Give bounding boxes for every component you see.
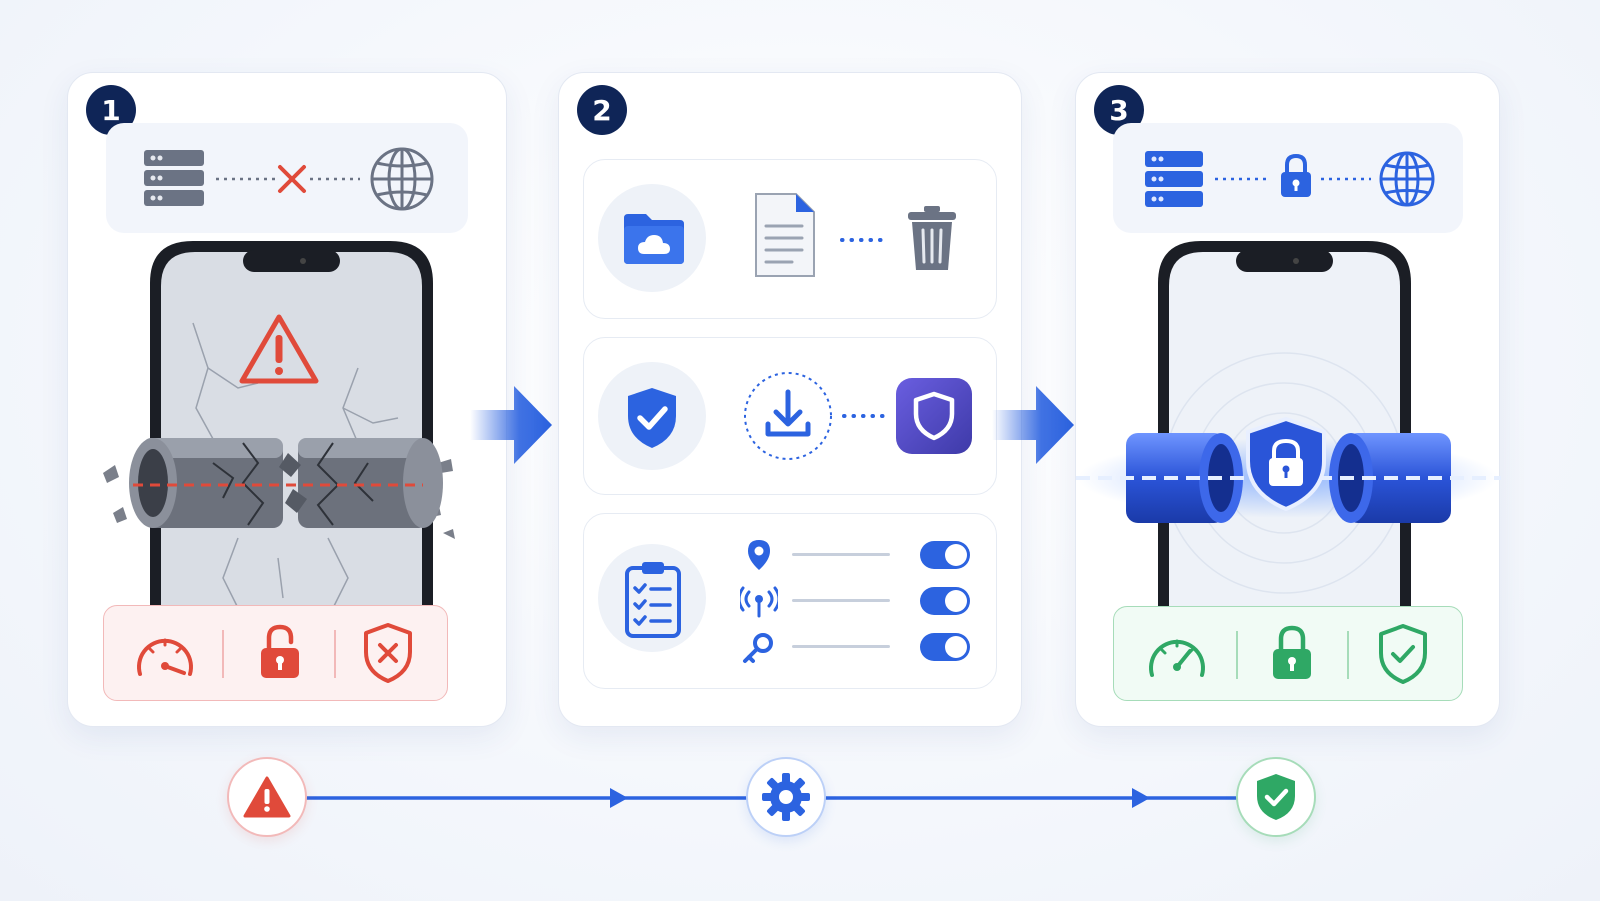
server-icon — [1145, 151, 1203, 207]
dotted-line-left — [216, 177, 276, 181]
connection-strip-broken — [106, 123, 468, 233]
step-2-card: 2 — [558, 72, 1022, 727]
shield-check-icon — [1379, 624, 1427, 684]
cleanup-row — [583, 159, 997, 319]
globe-icon — [370, 147, 434, 211]
dotted-connector — [842, 414, 888, 418]
flow-arrow-2-to-3 — [992, 386, 1074, 464]
permissions-row — [583, 513, 997, 689]
cross-icon — [278, 165, 306, 193]
shield-check-icon — [628, 388, 676, 448]
download-icon — [744, 372, 832, 460]
timeline-node-process — [746, 757, 826, 837]
dotted-connector — [840, 238, 886, 242]
divider — [1236, 631, 1238, 679]
flow-arrow-1-to-2 — [470, 386, 552, 464]
divider — [222, 630, 224, 678]
install-row — [583, 337, 997, 495]
step-2-badge: 2 — [577, 85, 627, 135]
step-3-card: 3 — [1075, 72, 1501, 727]
gear-icon — [762, 773, 810, 821]
dotted-line-right — [1321, 177, 1371, 181]
secure-tunnel-icon — [1076, 416, 1501, 523]
location-toggle[interactable] — [920, 541, 970, 569]
globe-icon — [1379, 151, 1435, 207]
divider — [334, 630, 336, 678]
status-bar-good — [1113, 606, 1463, 701]
shield-check-icon — [1257, 774, 1295, 820]
document-icon — [755, 193, 815, 277]
checklist-icon — [625, 562, 681, 638]
broken-pipe-icon — [103, 438, 455, 539]
location-pin-icon — [748, 540, 770, 570]
dotted-line-right — [310, 177, 360, 181]
permission-line — [792, 599, 890, 602]
lock-open-icon — [261, 624, 299, 678]
lock-closed-icon — [1273, 625, 1311, 679]
speedometer-low-icon — [137, 638, 193, 676]
permission-line — [792, 553, 890, 556]
shield-x-icon — [364, 623, 412, 683]
lock-icon — [1281, 153, 1311, 197]
divider — [1347, 631, 1349, 679]
dotted-line-left — [1215, 177, 1271, 181]
wireless-toggle[interactable] — [920, 587, 970, 615]
wireless-signal-icon — [740, 586, 778, 618]
warning-icon — [243, 776, 291, 818]
trash-icon — [908, 206, 956, 270]
timeline-node-problem — [227, 757, 307, 837]
cloud-folder-icon — [624, 214, 684, 264]
warning-icon — [239, 314, 319, 384]
key-icon — [743, 633, 773, 663]
permission-line — [792, 645, 890, 648]
speedometer-icon — [1149, 639, 1205, 677]
server-icon — [144, 150, 204, 206]
key-toggle[interactable] — [920, 633, 970, 661]
step-1-card: 1 — [67, 72, 507, 727]
timeline-node-secured — [1236, 757, 1316, 837]
status-bar-poor — [103, 605, 448, 701]
connection-strip-secure — [1113, 123, 1463, 233]
vpn-app-icon — [896, 378, 972, 454]
